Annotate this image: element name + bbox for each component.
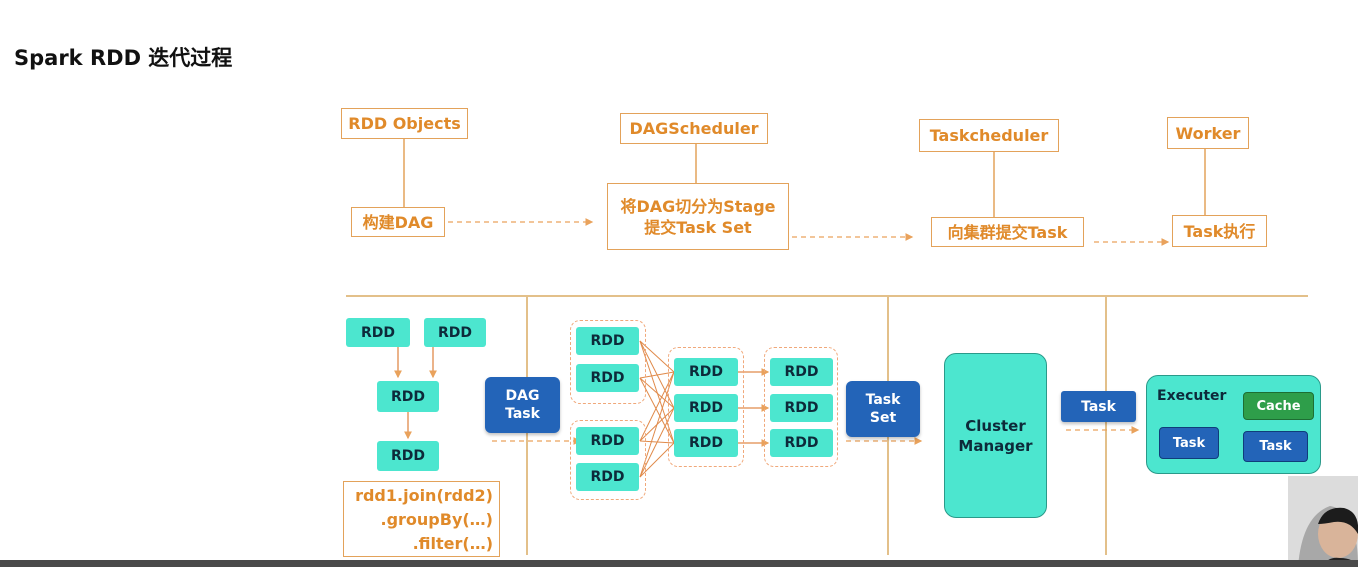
- header-dagscheduler: DAGScheduler: [620, 113, 768, 144]
- action-task-exec: Task执行: [1172, 215, 1267, 247]
- dag-task-node: DAG Task: [485, 377, 560, 433]
- rdd-node: RDD: [424, 318, 486, 347]
- rdd-node: RDD: [770, 358, 833, 386]
- stage-group: [570, 320, 646, 404]
- action-split-stage: 将DAG切分为Stage 提交Task Set: [607, 183, 789, 250]
- rdd-node: RDD: [576, 463, 639, 491]
- rdd-node: RDD: [674, 394, 738, 422]
- cluster-manager-node: Cluster Manager: [944, 353, 1047, 518]
- rdd-node: RDD: [770, 429, 833, 457]
- task-node: Task: [1061, 391, 1136, 422]
- bottom-bar: [0, 560, 1358, 567]
- header-worker: Worker: [1167, 117, 1249, 149]
- rdd-node: RDD: [346, 318, 410, 347]
- rdd-node: RDD: [576, 327, 639, 355]
- presenter-video: [1288, 476, 1358, 567]
- code-line: .groupBy(…): [380, 510, 493, 529]
- task-set-node: Task Set: [846, 381, 920, 437]
- stage-group: [668, 347, 744, 467]
- stage-group: [570, 420, 646, 500]
- rdd-node: RDD: [377, 441, 439, 471]
- rdd-node: RDD: [674, 358, 738, 386]
- header-rdd-objects: RDD Objects: [341, 108, 468, 139]
- stage-group: [764, 347, 838, 467]
- rdd-node: RDD: [576, 427, 639, 455]
- rdd-node: RDD: [770, 394, 833, 422]
- code-line: rdd1.join(rdd2): [355, 486, 493, 505]
- header-taskscheduler: Taskcheduler: [919, 119, 1059, 152]
- rdd-node: RDD: [674, 429, 738, 457]
- cache-node: Cache: [1243, 392, 1314, 420]
- code-snippet: rdd1.join(rdd2) .groupBy(…) .filter(…): [343, 481, 500, 557]
- task-node: Task: [1243, 431, 1308, 462]
- executer-label: Executer: [1157, 388, 1227, 404]
- code-line: .filter(…): [412, 534, 493, 553]
- action-submit-task: 向集群提交Task: [931, 217, 1084, 247]
- task-node: Task: [1159, 427, 1219, 459]
- page-title: Spark RDD 迭代过程: [14, 46, 233, 70]
- rdd-node: RDD: [576, 364, 639, 392]
- rdd-node: RDD: [377, 381, 439, 412]
- executer-container: Executer Cache Task Task: [1146, 375, 1321, 474]
- action-build-dag: 构建DAG: [351, 207, 445, 237]
